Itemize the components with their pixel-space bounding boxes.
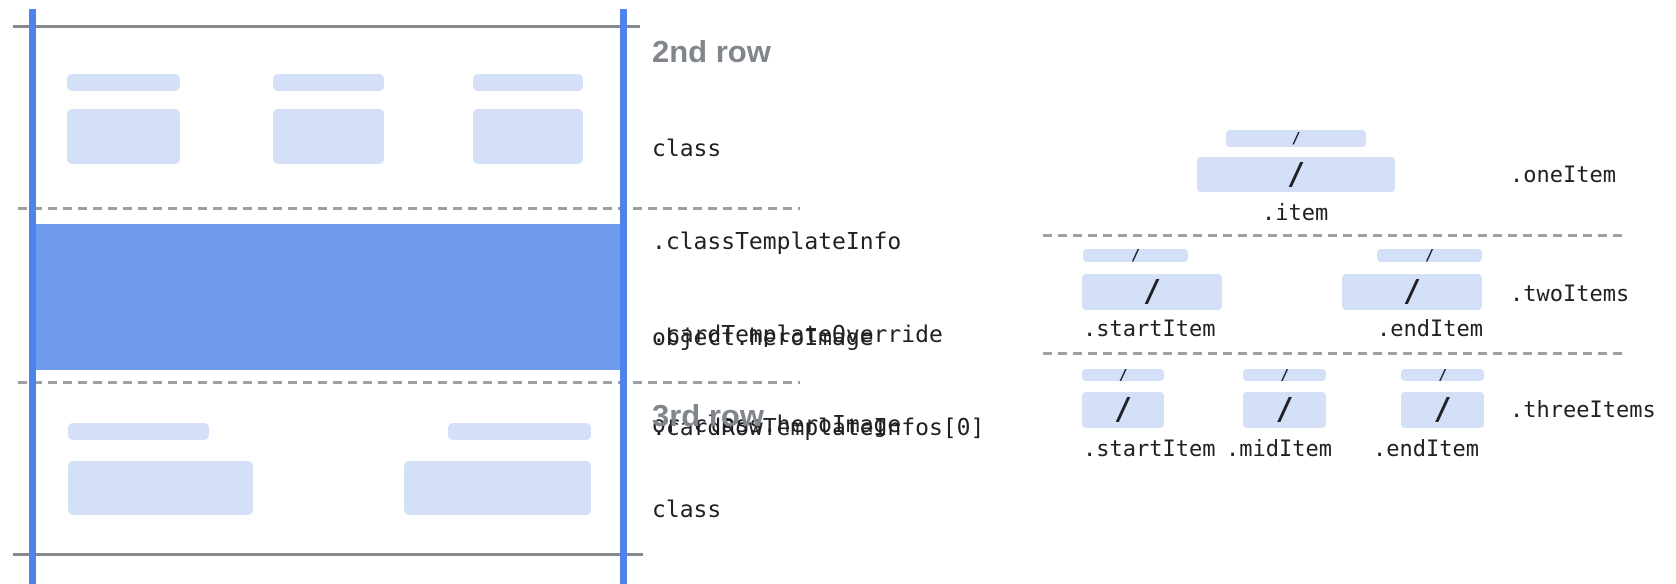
twoitems-end-value-box: / (1342, 274, 1482, 310)
code-line: .classTemplateInfo (652, 229, 902, 255)
twoitems-start-caption: .startItem (1083, 317, 1216, 342)
row3-start-label-placeholder (68, 423, 209, 440)
card-top-edge-guide (13, 25, 640, 28)
row3-code-block: class .classTemplateInfo .cardTemplateOv… (652, 433, 984, 584)
row2-item3-label-placeholder (473, 74, 583, 91)
threeitems-mid-value-box: / (1243, 392, 1326, 428)
row2-item1-label-placeholder (67, 74, 180, 91)
slash-glyph: / (1130, 249, 1141, 262)
row2-item3-value-placeholder (473, 109, 583, 164)
card-right-edge-guide (620, 9, 627, 584)
slash-glyph: / (1424, 249, 1435, 262)
slash-glyph: / (1286, 157, 1306, 192)
slash-glyph: / (1437, 369, 1448, 381)
hero-row3-divider-dashed-line (18, 381, 800, 384)
row3-end-value-placeholder (404, 461, 591, 515)
threeitems-start-value-box: / (1082, 392, 1164, 428)
card-left-edge-guide (29, 9, 36, 584)
slash-glyph: / (1118, 369, 1128, 381)
oneitem-item-label-box: / (1226, 130, 1366, 147)
oneitem-layout-name: .oneItem (1510, 163, 1616, 188)
row2-item2-value-placeholder (273, 109, 384, 164)
twoitems-start-value-box: / (1082, 274, 1222, 310)
oneitem-item-value-box: / (1197, 157, 1395, 192)
code-line: class (652, 136, 722, 162)
row2-heading: 2nd row (652, 34, 771, 69)
threeitems-end-caption: .endItem (1373, 437, 1479, 462)
slash-glyph: / (1142, 274, 1162, 309)
card-bottom-edge-guide (13, 553, 643, 556)
hero-code-block: object.heroImage or class.heroImage (652, 266, 901, 498)
row2-item1-value-placeholder (67, 109, 180, 164)
row2-hero-divider-dashed-line (18, 207, 800, 210)
threeitems-end-label-box: / (1401, 369, 1484, 381)
slash-glyph: / (1433, 392, 1452, 427)
threeitems-start-label-box: / (1082, 369, 1164, 381)
code-line: object.heroImage (652, 325, 874, 351)
threeitems-mid-caption: .midItem (1226, 437, 1332, 462)
slash-glyph: / (1402, 274, 1422, 309)
code-line: .cardRowTemplateInfos[0] (652, 415, 985, 441)
slash-glyph: / (1275, 392, 1294, 427)
twoitems-end-label-box: / (1377, 249, 1482, 262)
code-line: class (652, 497, 722, 523)
slash-glyph: / (1279, 369, 1290, 381)
slash-glyph: / (1113, 392, 1133, 427)
row2-item2-label-placeholder (273, 74, 384, 91)
slash-glyph: / (1291, 130, 1301, 147)
twoitems-start-label-box: / (1083, 249, 1188, 262)
twoitems-layout-name: .twoItems (1510, 282, 1630, 307)
threeitems-layout-name: .threeItems (1510, 398, 1656, 423)
hero-image-placeholder (30, 224, 627, 370)
threeitems-mid-label-box: / (1243, 369, 1326, 381)
row3-heading: 3rd row (652, 398, 764, 433)
row3-end-label-placeholder (448, 423, 591, 440)
threeitems-end-value-box: / (1401, 392, 1484, 428)
oneitem-twoitems-divider-dashed-line (1043, 234, 1628, 237)
oneitem-item-caption: .item (1262, 201, 1329, 226)
row2-code-block: class .classTemplateInfo .cardTemplateOv… (652, 72, 984, 506)
row3-start-value-placeholder (68, 461, 253, 515)
twoitems-end-caption: .endItem (1377, 317, 1483, 342)
twoitems-threeitems-divider-dashed-line (1043, 352, 1628, 355)
code-line: or class.heroImage (652, 412, 902, 438)
threeitems-start-caption: .startItem (1083, 437, 1216, 462)
code-line: .cardTemplateOverride (652, 322, 943, 348)
